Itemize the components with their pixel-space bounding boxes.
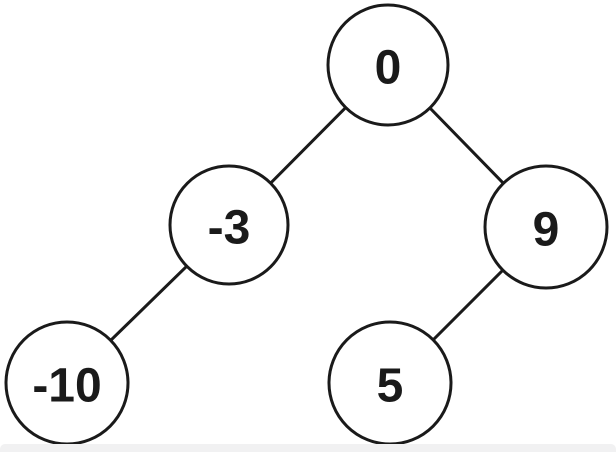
tree-node-label: -10: [32, 360, 101, 413]
tree-node-root: 0: [326, 3, 450, 127]
tree-node-ll: -10: [4, 320, 130, 444]
tree-node-circle: [327, 320, 453, 444]
tree-node-l: -3: [168, 164, 290, 286]
tree-node-rl: 5: [327, 320, 453, 444]
tree-node-circle: [168, 164, 290, 286]
tree-node-circle: [483, 164, 609, 290]
tree-node-circle: [4, 320, 130, 444]
tree-node-circle: [326, 3, 450, 127]
tree-node-label: -3: [208, 202, 251, 255]
tree-node-label: 5: [377, 360, 404, 413]
tree-node-label: 0: [375, 42, 402, 95]
tree-node-label: 9: [533, 204, 560, 257]
horizontal-scrollbar-track[interactable]: [0, 444, 616, 452]
tree-node-r: 9: [483, 164, 609, 290]
